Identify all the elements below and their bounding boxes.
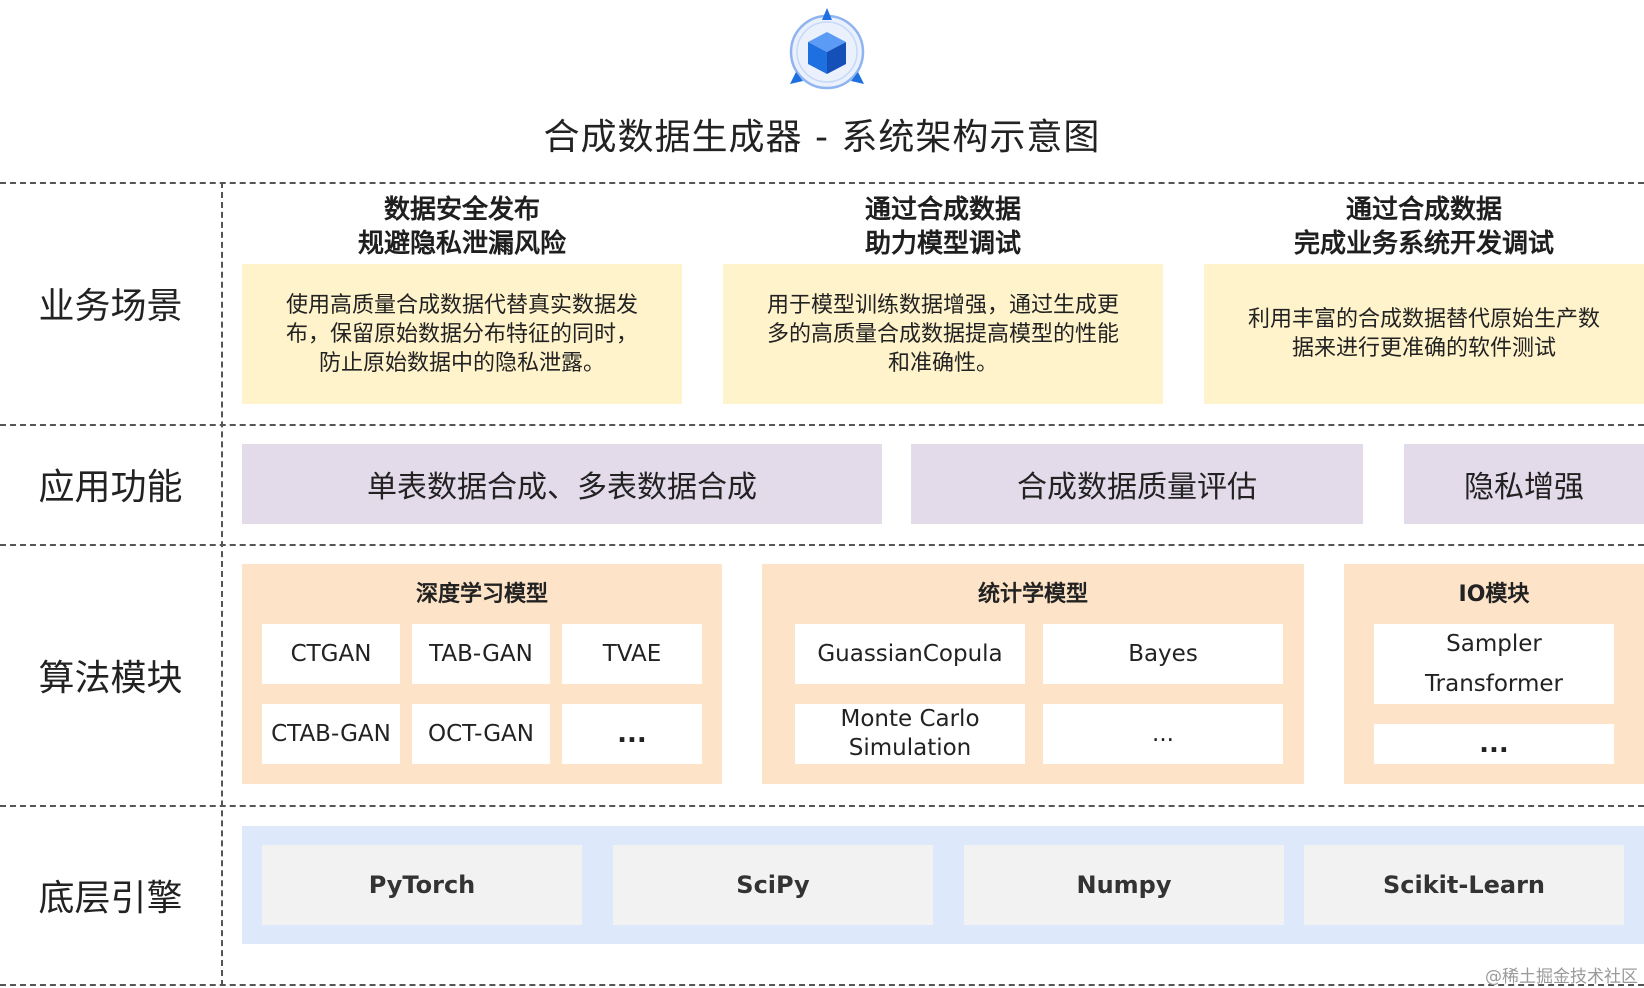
algorithm-item-more: ... bbox=[562, 704, 702, 764]
cube-icon bbox=[782, 4, 872, 94]
divider-functions-algorithms bbox=[0, 544, 1644, 546]
algorithm-group-title: 深度学习模型 bbox=[415, 582, 548, 607]
engine-item: PyTorch bbox=[262, 845, 582, 925]
engine-item: Numpy bbox=[964, 845, 1284, 925]
algorithm-item: CTGAN bbox=[262, 624, 400, 684]
row-label-algorithms: 算法模块 bbox=[38, 657, 183, 699]
label-column-divider bbox=[221, 182, 223, 986]
divider-business-functions bbox=[0, 424, 1644, 426]
algorithm-item: GuassianCopula bbox=[795, 624, 1025, 684]
function-box: 隐私增强 bbox=[1404, 444, 1644, 524]
scenario-heading: 通过合成数据完成业务系统开发调试 bbox=[1293, 195, 1554, 259]
row-label-functions: 应用功能 bbox=[38, 467, 183, 508]
algorithm-item: TVAE bbox=[562, 624, 702, 684]
algorithm-item: Monte Carlo Simulation bbox=[795, 704, 1025, 764]
algorithm-item: TAB-GAN bbox=[412, 624, 550, 684]
scenario-heading: 通过合成数据助力模型调试 bbox=[864, 195, 1021, 259]
engine-item: SciPy bbox=[613, 845, 933, 925]
scenario-heading: 数据安全发布规避隐私泄漏风险 bbox=[357, 195, 566, 259]
divider-top bbox=[0, 182, 1644, 184]
scenario-description: 利用丰富的合成数据替代原始生产数据来进行更准确的软件测试 bbox=[1204, 264, 1644, 404]
function-box: 单表数据合成、多表数据合成 bbox=[242, 444, 882, 524]
divider-bottom bbox=[0, 984, 1644, 986]
scenario-description: 使用高质量合成数据代替真实数据发布，保留原始数据分布特征的同时，防止原始数据中的… bbox=[242, 264, 682, 404]
function-box: 合成数据质量评估 bbox=[911, 444, 1363, 524]
row-label-engine: 底层引擎 bbox=[38, 877, 183, 919]
algorithm-group-title: IO模块 bbox=[1458, 582, 1530, 607]
algorithm-item-more: ... bbox=[1043, 704, 1283, 764]
algorithm-item-more: ... bbox=[1374, 724, 1614, 764]
watermark: @稀土掘金技术社区 bbox=[1485, 967, 1638, 987]
algorithm-group-title: 统计学模型 bbox=[977, 582, 1088, 607]
scenario-description: 用于模型训练数据增强，通过生成更多的高质量合成数据提高模型的性能和准确性。 bbox=[723, 264, 1163, 404]
divider-algorithms-engine bbox=[0, 805, 1644, 807]
engine-item: Scikit-Learn bbox=[1304, 845, 1624, 925]
algorithm-item: CTAB-GAN bbox=[262, 704, 400, 764]
row-label-business: 业务场景 bbox=[38, 286, 183, 327]
algorithm-item: OCT-GAN bbox=[412, 704, 550, 764]
algorithm-item: Bayes bbox=[1043, 624, 1283, 684]
page-title: 合成数据生成器 - 系统架构示意图 bbox=[543, 117, 1101, 158]
